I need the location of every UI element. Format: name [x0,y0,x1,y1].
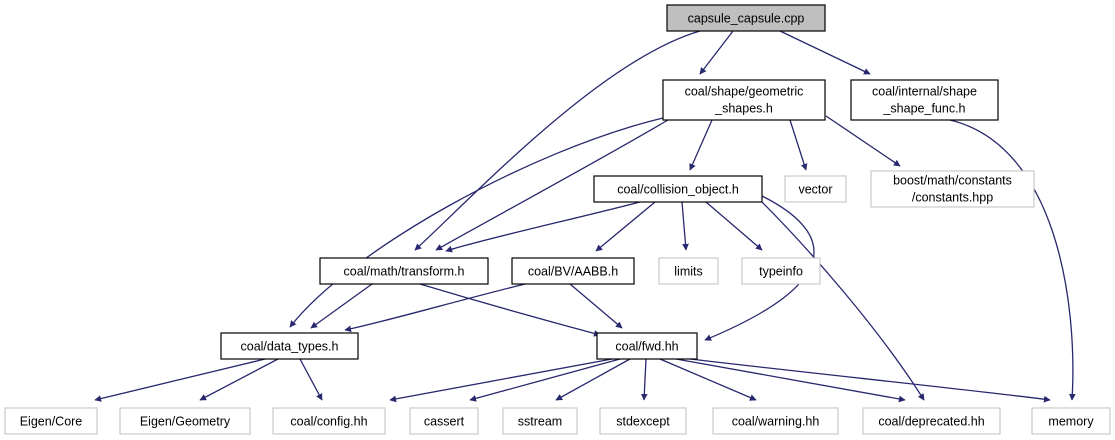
node-label-shapefunc-line2: _shape_func.h [882,101,965,115]
dependency-edge-fwd-to-sstream [555,358,631,401]
dependency-edge-datatypes-to-eigengeom [199,358,279,401]
graph-node-boostconst[interactable]: boost/math/constants/constants.hpp [870,170,1035,208]
dependency-edge-root-to-shapefunc [779,30,871,75]
graph-node-config[interactable]: coal/config.hh [272,407,386,435]
node-box-warning[interactable] [712,407,839,435]
graph-node-vector[interactable]: vector [784,175,847,203]
graph-node-cassert[interactable]: cassert [409,407,479,435]
node-box-transform[interactable] [319,257,489,285]
node-layer: capsule_capsule.cpp coal/shape/geometric _… [4,4,1111,435]
node-box-eigengeom[interactable] [119,407,251,435]
dependency-edge-fwd-to-cassert [469,358,621,402]
graph-node-eigengeom[interactable]: Eigen/Geometry [119,407,251,435]
node-box-aabb[interactable] [511,257,635,285]
dependency-edge-collision-to-deprecated [759,199,925,401]
dependency-edge-fwd-to-deprecated [675,358,906,403]
dependency-edge-datatypes-to-config [299,358,323,401]
node-box-eigencore[interactable] [4,407,98,435]
node-box-vector[interactable] [784,175,847,203]
node-box-stdexcept[interactable] [599,407,687,435]
node-label-geom-line1: coal/shape/geometric [685,84,804,98]
dependency-edge-geom-to-datatypes [289,117,664,328]
graph-node-collision[interactable]: coal/collision_object.h [593,175,763,203]
dependency-edge-root-to-geom [699,30,734,75]
dependency-edge-collision-to-typeinfo [705,201,763,251]
node-box-geom[interactable] [662,79,826,121]
node-label-transform: coal/math/transform.h [344,264,465,278]
node-label-limits: limits [674,264,702,278]
graph-node-root[interactable]: capsule_capsule.cpp [666,4,826,32]
graph-node-eigencore[interactable]: Eigen/Core [4,407,98,435]
dependency-edge-collision-to-aabb [595,201,656,252]
node-label-datatypes: coal/data_types.h [241,339,339,353]
node-label-boostconst-line2: /constants.hpp [912,190,993,204]
graph-node-typeinfo[interactable]: typeinfo [741,257,821,285]
dependency-edge-root-to-transform [414,30,701,251]
dependency-edge-aabb-to-datatypes [344,283,526,333]
node-box-sstream[interactable] [502,407,578,435]
node-box-deprecated[interactable] [862,407,1001,435]
node-box-datatypes[interactable] [220,332,359,360]
dependency-edge-fwd-to-memory [689,358,1051,403]
dependency-edge-shapefunc-to-memory [949,119,1076,401]
dependency-edge-aabb-to-fwd [569,283,623,329]
dependency-edge-fwd-to-stdexcept [640,358,648,401]
dependency-edge-fwd-to-warning [659,358,757,401]
node-box-shapefunc[interactable] [850,79,999,121]
dependency-edge-collision-to-limits [681,201,689,251]
graph-node-fwd[interactable]: coal/fwd.hh [596,332,698,360]
node-label-sstream: sstream [518,414,562,428]
node-label-geom-line2: _shapes.h [714,101,773,115]
dependency-edge-geom-to-collision [689,119,713,171]
node-box-collision[interactable] [593,175,763,203]
node-box-memory[interactable] [1031,407,1111,435]
dependency-edge-transform-to-fwd [419,283,601,337]
dependency-edge-geom-to-vector [789,119,808,171]
node-label-fwd: coal/fwd.hh [615,339,678,353]
node-box-limits[interactable] [658,257,719,285]
node-label-stdexcept: stdexcept [616,414,670,428]
node-label-shapefunc-line1: coal/internal/shape [872,84,977,98]
graph-node-warning[interactable]: coal/warning.hh [712,407,839,435]
node-label-root: capsule_capsule.cpp [688,11,805,25]
graph-node-memory[interactable]: memory [1031,407,1111,435]
node-label-collision: coal/collision_object.h [617,182,739,196]
node-box-boostconst[interactable] [870,170,1035,208]
graph-node-sstream[interactable]: sstream [502,407,578,435]
node-label-deprecated: coal/deprecated.hh [878,414,984,428]
dependency-edge-geom-to-boostconst [825,115,901,167]
node-box-cassert[interactable] [409,407,479,435]
graph-node-geom[interactable]: coal/shape/geometric _shapes.h [662,79,826,121]
node-box-root[interactable] [666,4,826,32]
dependency-edge-collision-to-transform [445,201,641,253]
node-label-eigencore: Eigen/Core [20,414,83,428]
graph-node-transform[interactable]: coal/math/transform.h [319,257,489,285]
dependency-edge-fwd-to-config [389,358,613,403]
node-label-vector: vector [798,182,832,196]
graph-node-shapefunc[interactable]: coal/internal/shape _shape_func.h [850,79,999,121]
graph-node-deprecated[interactable]: coal/deprecated.hh [862,407,1001,435]
node-box-fwd[interactable] [596,332,698,360]
node-label-aabb: coal/BV/AABB.h [528,264,618,278]
graph-node-aabb[interactable]: coal/BV/AABB.h [511,257,635,285]
graph-node-datatypes[interactable]: coal/data_types.h [220,332,359,360]
node-label-memory: memory [1048,414,1094,428]
node-box-config[interactable] [272,407,386,435]
graph-node-stdexcept[interactable]: stdexcept [599,407,687,435]
node-label-config: coal/config.hh [290,414,367,428]
node-box-typeinfo[interactable] [741,257,821,285]
graph-node-limits[interactable]: limits [658,257,719,285]
dependency-edge-geom-to-transform [435,119,669,251]
dependency-edge-transform-to-datatypes [310,283,373,329]
dependency-edge-datatypes-to-eigencore [94,358,266,402]
node-label-boostconst-line1: boost/math/constants [893,173,1012,187]
node-label-typeinfo: typeinfo [759,264,803,278]
node-label-cassert: cassert [424,414,465,428]
node-label-eigengeom: Eigen/Geometry [140,414,231,428]
node-label-warning: coal/warning.hh [732,414,820,428]
